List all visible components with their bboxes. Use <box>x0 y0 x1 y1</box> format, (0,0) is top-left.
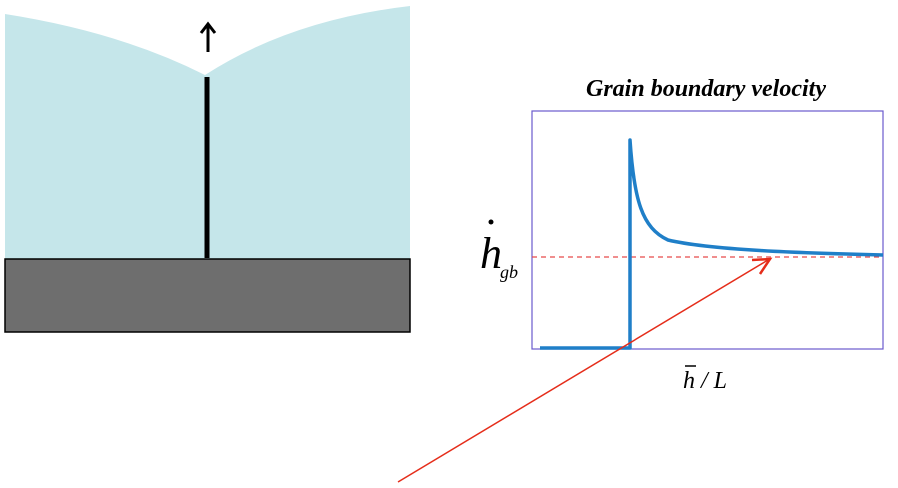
svg-text:h / L: h / L <box>683 368 727 394</box>
svg-text:h: h <box>480 229 502 278</box>
velocity-curve <box>540 138 884 350</box>
up-arrow-icon <box>199 21 217 52</box>
svg-text:gb: gb <box>500 262 518 282</box>
chart-title: Grain boundary velocity <box>586 76 826 102</box>
left-schematic <box>4 6 411 333</box>
y-axis-label: h gb <box>480 219 518 282</box>
chart-frame <box>531 110 884 350</box>
velocity-chart: Grain boundary velocity h gb h / L <box>480 76 884 394</box>
pointer-arrow <box>397 257 773 483</box>
arrowhead-icon <box>751 257 773 275</box>
dot-accent <box>488 219 494 225</box>
substrate-block <box>4 258 411 333</box>
x-axis-label: h / L <box>683 365 727 394</box>
